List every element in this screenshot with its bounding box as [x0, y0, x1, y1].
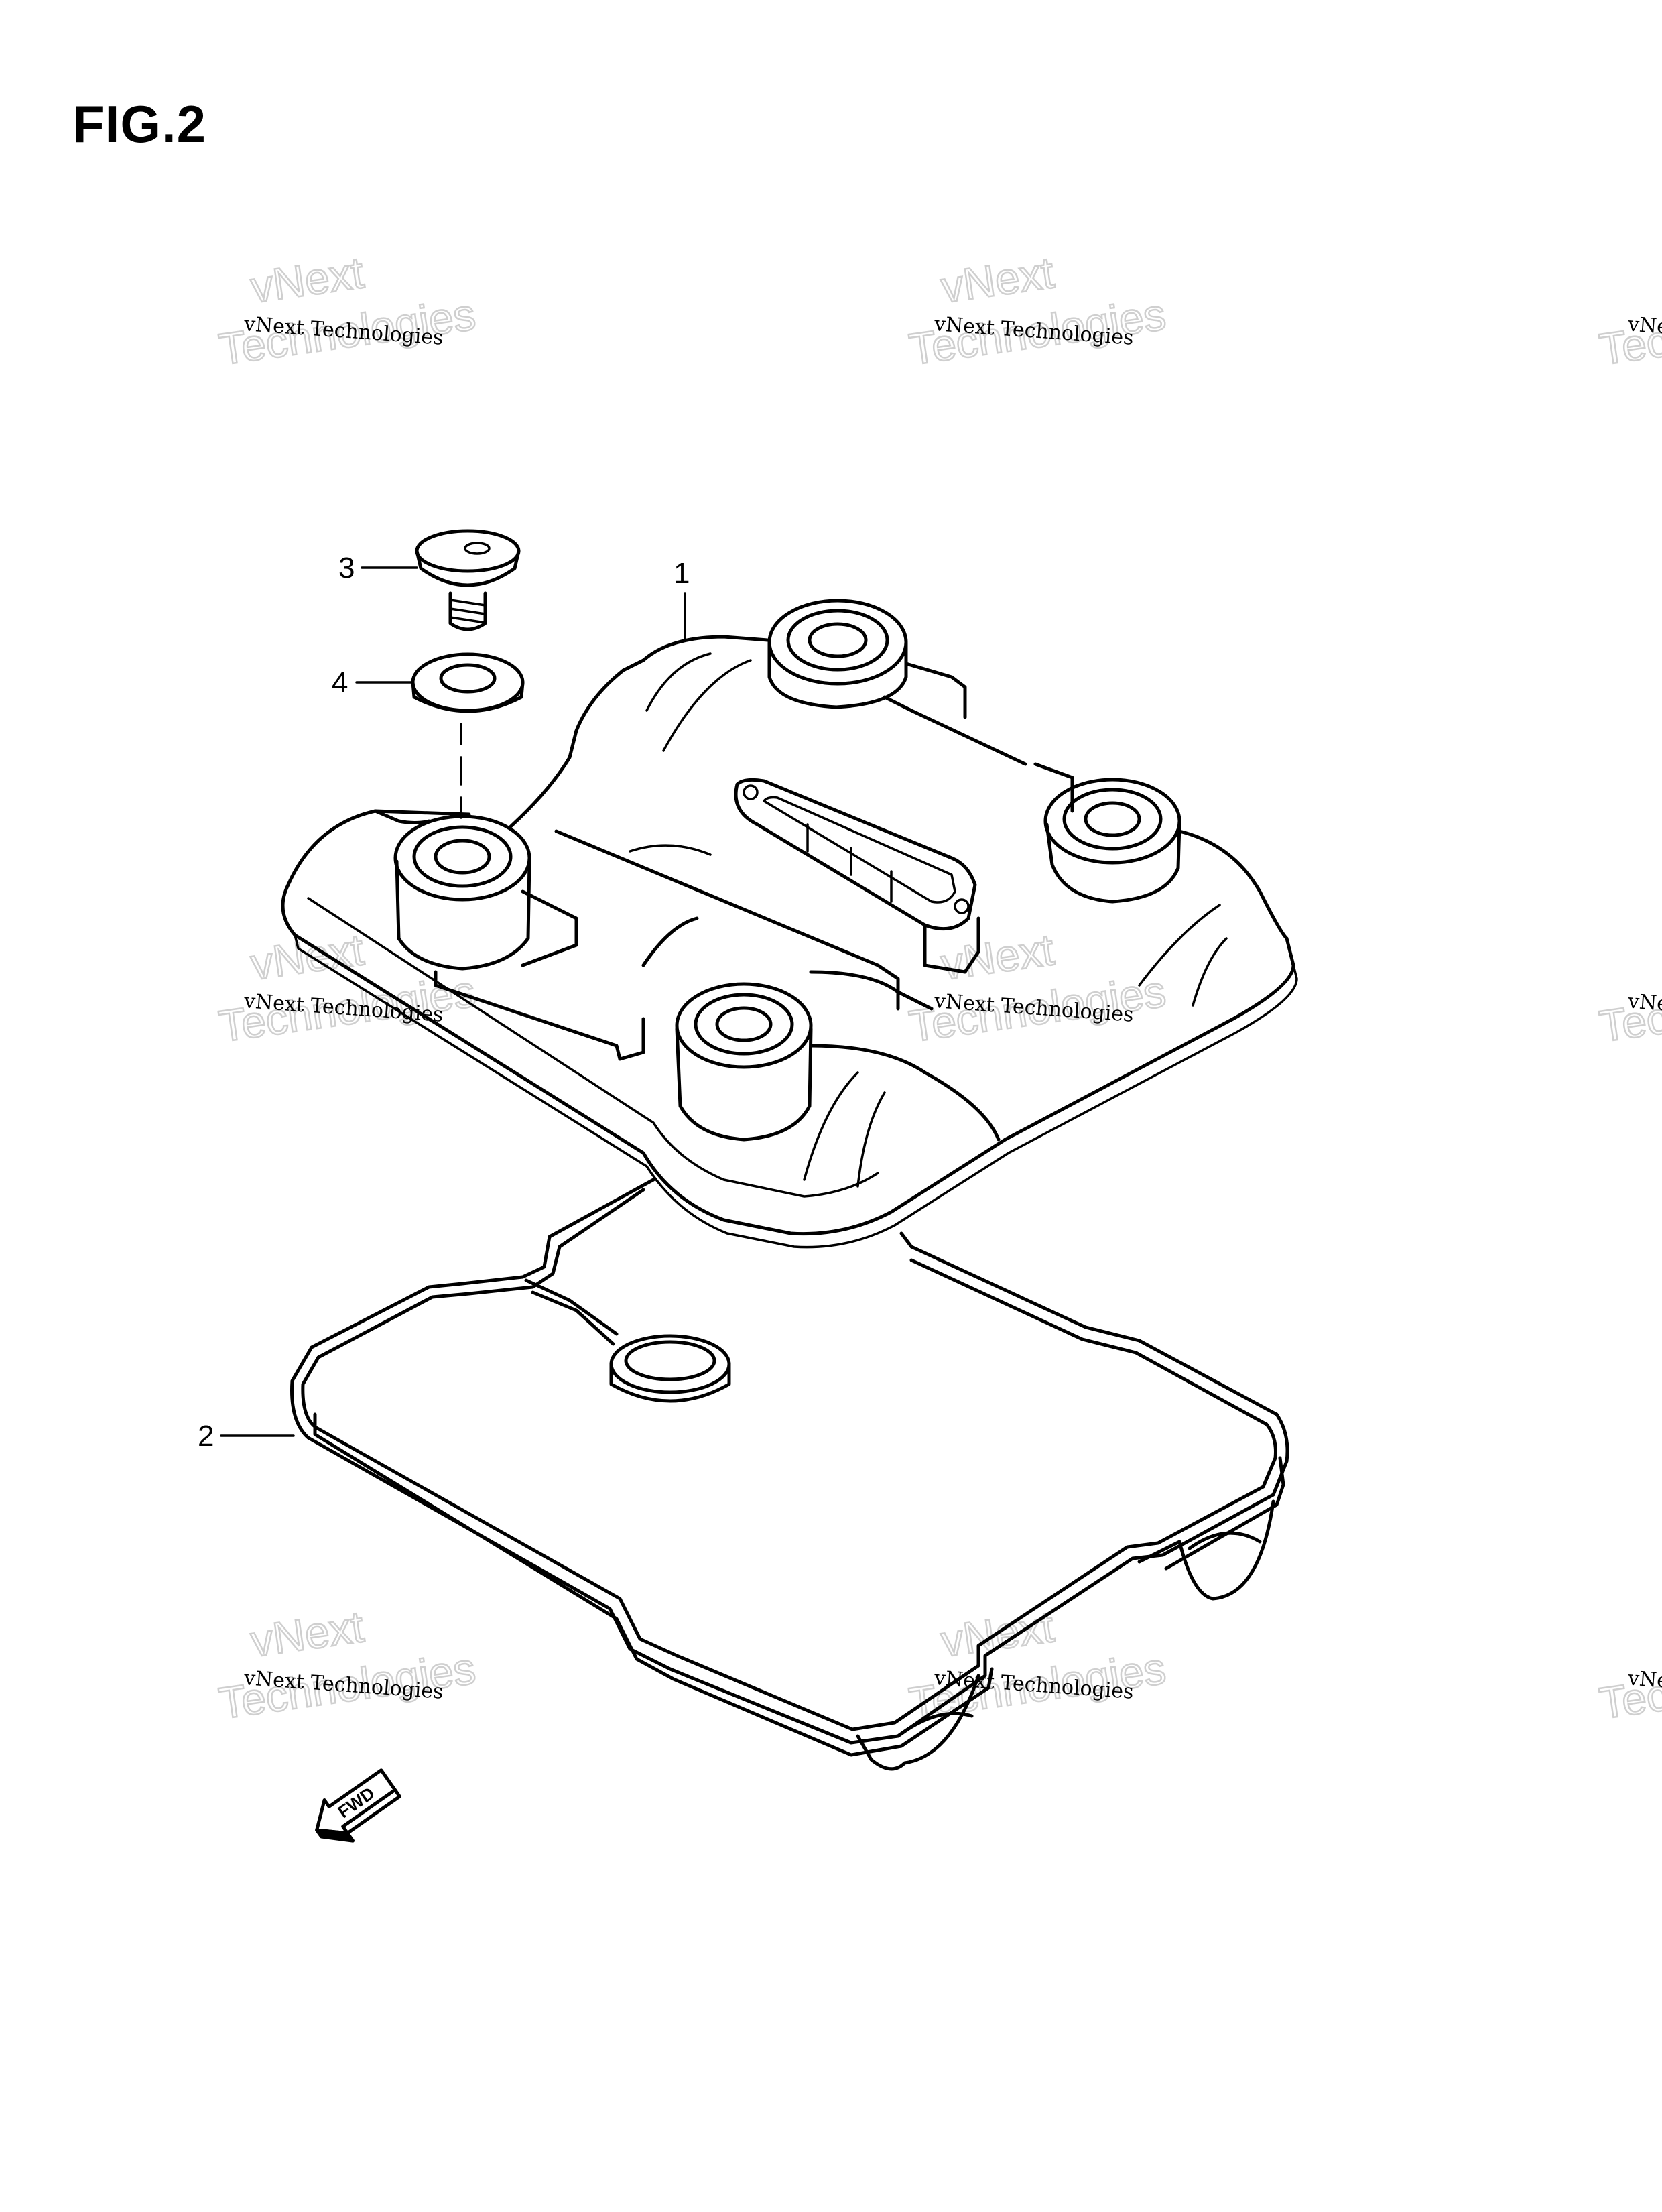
watermark: Technologies vNext Technologies: [1596, 288, 1662, 375]
mounting-boss: [393, 814, 531, 971]
fwd-direction-arrow: FWD: [315, 1768, 401, 1843]
callout-3: 3: [338, 552, 418, 585]
figure-title: FIG.2: [72, 95, 207, 153]
mounting-boss: [1043, 778, 1181, 904]
svg-text:4: 4: [332, 666, 348, 699]
washer-part: [411, 652, 525, 713]
callout-1: 1: [674, 557, 690, 641]
watermark: vNext Technologies vNext Technologies: [905, 924, 1169, 1052]
watermark: vNext Technologies vNext Technologies: [215, 1601, 479, 1729]
svg-text:vNext: vNext: [248, 1601, 367, 1666]
svg-text:3: 3: [338, 552, 355, 585]
watermark: Technologies vNext Technologies: [1596, 965, 1662, 1052]
svg-text:vNext: vNext: [938, 247, 1057, 312]
svg-text:2: 2: [198, 1420, 214, 1453]
svg-text:vNext: vNext: [248, 247, 367, 312]
half-moon-seal: [856, 1674, 980, 1771]
bolt-part: [415, 529, 521, 631]
watermark: vNext Technologies vNext Technologies: [905, 247, 1169, 375]
svg-text:1: 1: [674, 557, 690, 590]
svg-text:vNext: vNext: [938, 924, 1057, 989]
watermark: Technologies vNext Technologies: [1596, 1642, 1662, 1729]
watermark: vNext Technologies vNext Technologies: [215, 247, 479, 375]
callout-2: 2: [198, 1420, 295, 1453]
center-opening: [734, 778, 980, 974]
half-moon-seal: [1137, 1499, 1275, 1601]
mounting-boss: [675, 982, 813, 1142]
gasket-part: [290, 1178, 1289, 1771]
callout-4: 4: [332, 666, 414, 699]
head-cover-part: [281, 599, 1298, 1249]
mounting-boss: [767, 599, 908, 709]
plug-seal-ring: [609, 1334, 731, 1403]
